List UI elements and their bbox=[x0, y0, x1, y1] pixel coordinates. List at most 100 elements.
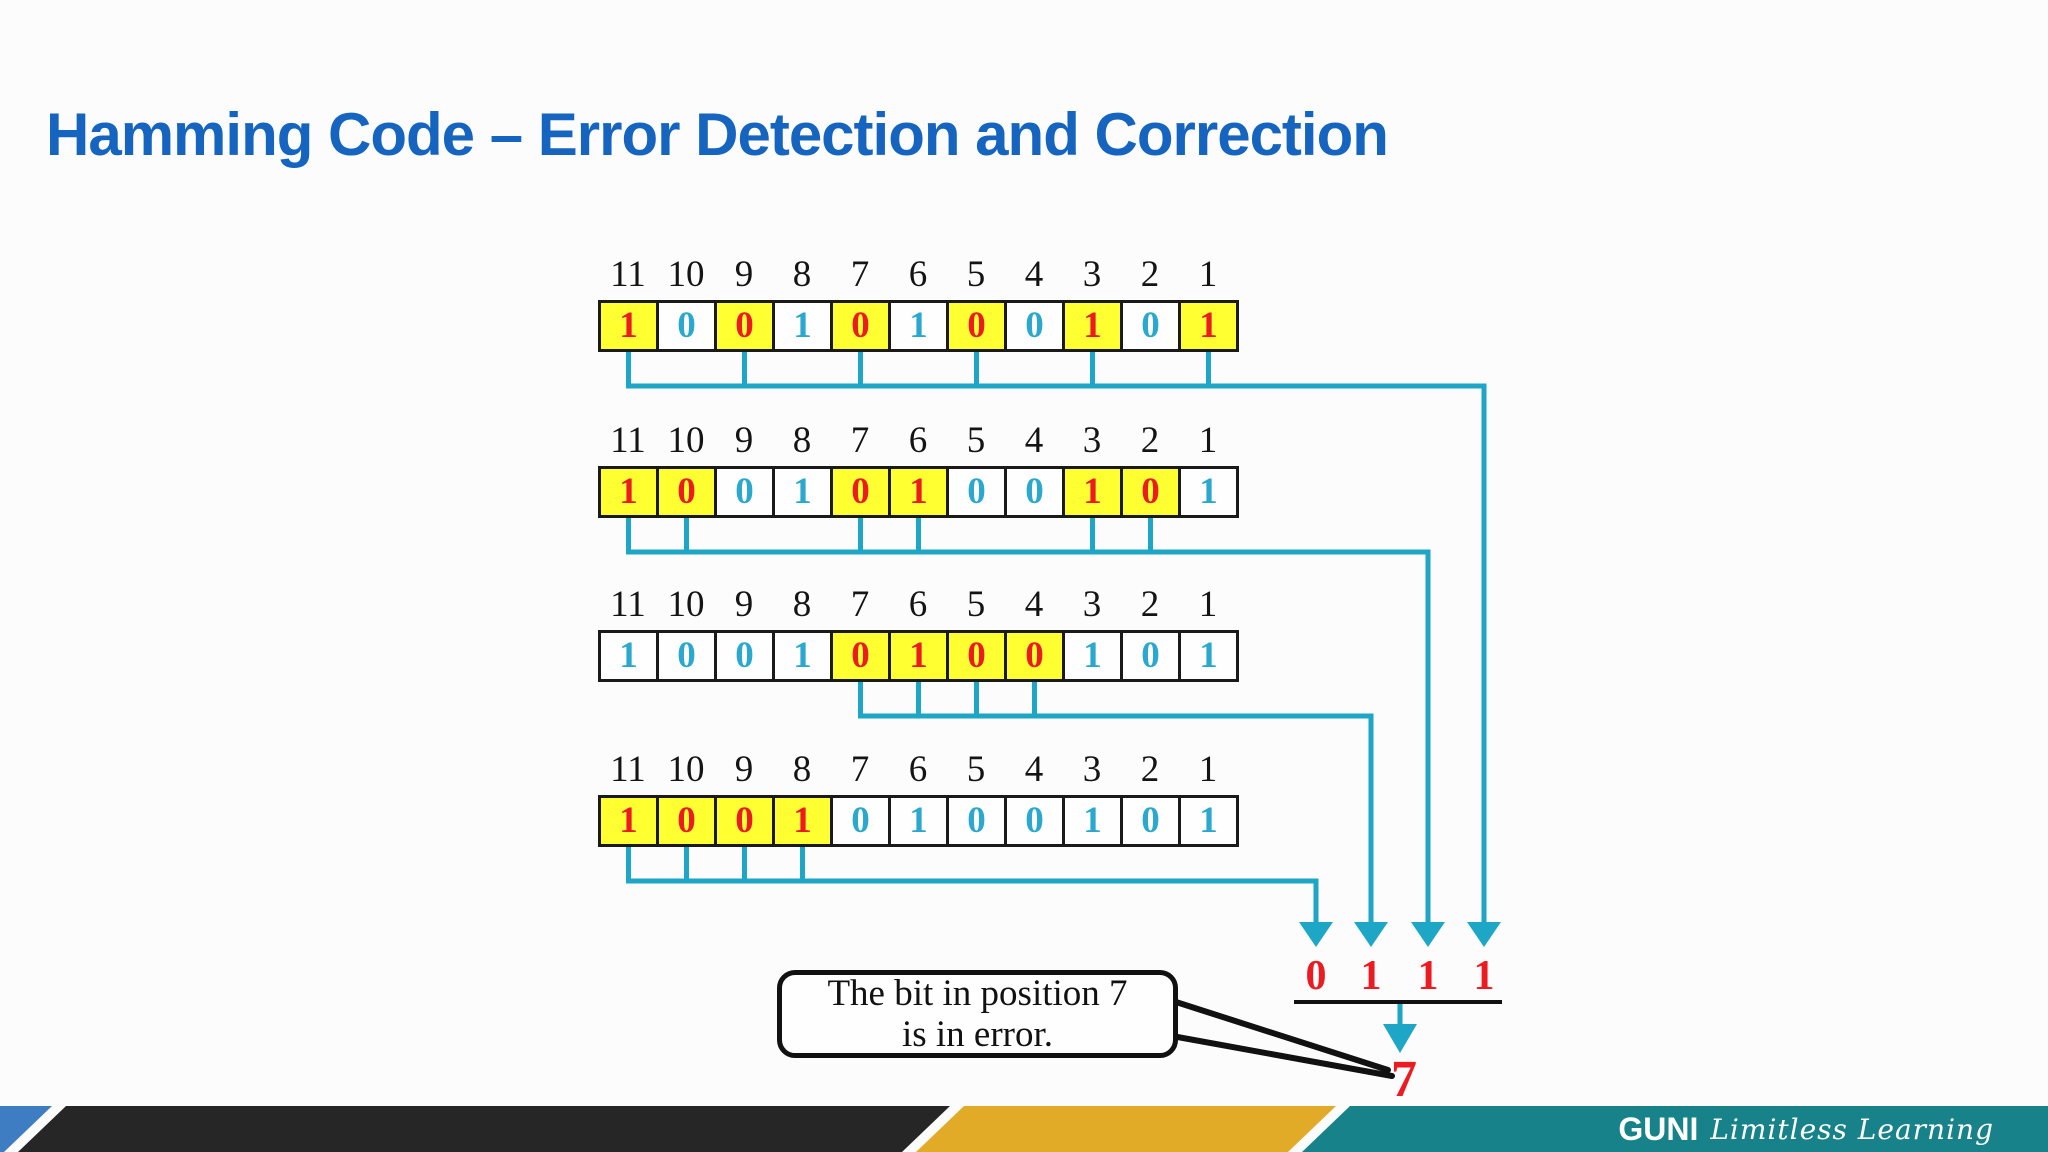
bit-cell-pos-6: 1 bbox=[888, 795, 949, 847]
bit-cell-pos-5: 0 bbox=[946, 795, 1007, 847]
position-label: 2 bbox=[1140, 420, 1160, 461]
position-label: 9 bbox=[734, 584, 754, 625]
position-label: 11 bbox=[610, 420, 646, 461]
position-label: 7 bbox=[850, 254, 870, 295]
position-label: 5 bbox=[966, 749, 986, 790]
guni-tagline: Limitless Learning bbox=[1710, 1112, 1994, 1146]
bit-cell-pos-2: 0 bbox=[1120, 630, 1181, 682]
bit-cell-pos-6: 1 bbox=[888, 300, 949, 352]
position-label: 6 bbox=[908, 254, 928, 295]
bit-cell-pos-3: 1 bbox=[1062, 795, 1123, 847]
error-position-digit: 7 bbox=[1391, 1051, 1417, 1108]
position-label: 8 bbox=[792, 254, 812, 295]
position-label: 11 bbox=[610, 254, 646, 295]
guni-logo: GUNI bbox=[1618, 1110, 1699, 1147]
footer-gold-band bbox=[916, 1106, 1336, 1152]
callout-line-1: The bit in position 7 bbox=[827, 973, 1128, 1014]
position-label: 1 bbox=[1198, 420, 1218, 461]
bit-cell-pos-2: 0 bbox=[1120, 795, 1181, 847]
bit-cell-pos-7: 0 bbox=[830, 630, 891, 682]
syndrome-bit: 1 bbox=[1360, 953, 1382, 999]
position-label: 8 bbox=[792, 584, 812, 625]
bit-cell-pos-3: 1 bbox=[1062, 466, 1123, 518]
position-label: 7 bbox=[850, 420, 870, 461]
bit-cell-pos-6: 1 bbox=[888, 630, 949, 682]
position-label: 4 bbox=[1024, 749, 1044, 790]
bit-cell-pos-2: 0 bbox=[1120, 300, 1181, 352]
position-label: 1 bbox=[1198, 749, 1218, 790]
down-arrowhead bbox=[1354, 922, 1388, 947]
position-label: 3 bbox=[1082, 584, 1102, 625]
position-label: 6 bbox=[908, 749, 928, 790]
position-label: 3 bbox=[1082, 420, 1102, 461]
position-label: 9 bbox=[734, 254, 754, 295]
position-label: 4 bbox=[1024, 254, 1044, 295]
footer-blue-wedge bbox=[0, 1106, 52, 1152]
position-label: 4 bbox=[1024, 584, 1044, 625]
position-label: 10 bbox=[667, 584, 705, 625]
bit-cell-pos-10: 0 bbox=[656, 795, 717, 847]
bit-cell-pos-3: 1 bbox=[1062, 630, 1123, 682]
position-label: 11 bbox=[610, 749, 646, 790]
bit-cell-pos-1: 1 bbox=[1178, 300, 1239, 352]
bit-cell-pos-11: 1 bbox=[598, 630, 659, 682]
down-arrowhead bbox=[1411, 922, 1445, 947]
position-label: 7 bbox=[850, 749, 870, 790]
bit-cell-pos-2: 0 bbox=[1120, 466, 1181, 518]
bit-cell-pos-11: 1 bbox=[598, 300, 659, 352]
bit-cell-pos-3: 1 bbox=[1062, 300, 1123, 352]
position-label: 9 bbox=[734, 420, 754, 461]
position-label: 11 bbox=[610, 584, 646, 625]
bit-cell-pos-1: 1 bbox=[1178, 630, 1239, 682]
bit-cell-pos-9: 0 bbox=[714, 300, 775, 352]
bit-cell-pos-7: 0 bbox=[830, 466, 891, 518]
bit-cell-pos-7: 0 bbox=[830, 300, 891, 352]
bit-cell-pos-10: 0 bbox=[656, 466, 717, 518]
bit-cell-pos-5: 0 bbox=[946, 630, 1007, 682]
bit-cell-pos-4: 0 bbox=[1004, 466, 1065, 518]
bit-cell-pos-8: 1 bbox=[772, 466, 833, 518]
position-label: 5 bbox=[966, 420, 986, 461]
position-label: 6 bbox=[908, 420, 928, 461]
position-label: 1 bbox=[1198, 584, 1218, 625]
position-label: 3 bbox=[1082, 254, 1102, 295]
down-arrowhead bbox=[1467, 922, 1501, 947]
bit-cell-pos-5: 0 bbox=[946, 466, 1007, 518]
bit-cell-pos-9: 0 bbox=[714, 795, 775, 847]
bit-cell-pos-4: 0 bbox=[1004, 630, 1065, 682]
footer-dark-band bbox=[18, 1106, 950, 1152]
bit-cell-pos-8: 1 bbox=[772, 300, 833, 352]
footer-brand: GUNI Limitless Learning bbox=[1618, 1108, 1994, 1150]
position-label: 5 bbox=[966, 584, 986, 625]
bit-cell-pos-1: 1 bbox=[1178, 795, 1239, 847]
bit-cell-pos-8: 1 bbox=[772, 630, 833, 682]
position-label: 10 bbox=[667, 749, 705, 790]
bit-cell-pos-6: 1 bbox=[888, 466, 949, 518]
bit-cell-pos-10: 0 bbox=[656, 630, 717, 682]
bit-cell-pos-10: 0 bbox=[656, 300, 717, 352]
callout-pointer-upper bbox=[1173, 999, 1391, 1073]
position-label: 7 bbox=[850, 584, 870, 625]
bit-cell-pos-9: 0 bbox=[714, 466, 775, 518]
position-label: 4 bbox=[1024, 420, 1044, 461]
position-label: 2 bbox=[1140, 254, 1160, 295]
syndrome-bit: 0 bbox=[1305, 953, 1327, 999]
callout-pointer-lower bbox=[1169, 1033, 1395, 1079]
callout-line-2: is in error. bbox=[901, 1014, 1054, 1055]
bit-cell-pos-5: 0 bbox=[946, 300, 1007, 352]
error-callout: The bit in position 7 is in error. bbox=[777, 970, 1178, 1058]
position-label: 10 bbox=[667, 254, 705, 295]
position-label: 8 bbox=[792, 420, 812, 461]
position-label: 8 bbox=[792, 749, 812, 790]
bit-cell-pos-1: 1 bbox=[1178, 466, 1239, 518]
position-label: 6 bbox=[908, 584, 928, 625]
position-label: 2 bbox=[1140, 749, 1160, 790]
slide-title: Hamming Code – Error Detection and Corre… bbox=[46, 101, 1389, 168]
bit-cell-pos-9: 0 bbox=[714, 630, 775, 682]
position-label: 5 bbox=[966, 254, 986, 295]
result-arrowhead bbox=[1383, 1024, 1417, 1053]
position-label: 2 bbox=[1140, 584, 1160, 625]
syndrome-bit: 1 bbox=[1417, 953, 1439, 999]
syndrome-bit: 1 bbox=[1473, 953, 1495, 999]
